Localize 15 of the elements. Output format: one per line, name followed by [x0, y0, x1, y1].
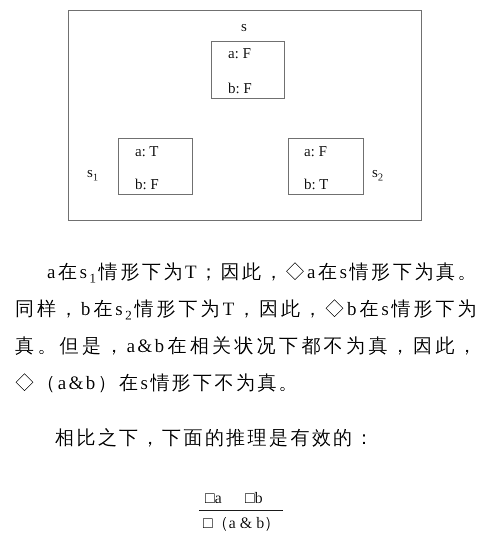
formula-conclusion: □（a & b）: [203, 516, 280, 532]
formula-premise: □a: [205, 491, 222, 507]
state-value: b: F: [228, 82, 252, 97]
state-label: s$_{2}$: [372, 166, 384, 181]
paragraph: a在s$_{1}$情形下为T；因此，◇a在s情形下为真。同样，b在s$_{2}$情形下为T，因此，◇b在s情形下为真。但是，a&b在相关状况下都不为真，因此，◇（a&b）在s情形下不为真。: [15, 261, 479, 396]
state-value: a: F: [228, 47, 251, 62]
state-value: a: F: [304, 145, 327, 160]
state-value: b: T: [304, 178, 328, 193]
state-label: s: [241, 20, 247, 35]
formula-premise: □b: [245, 491, 263, 507]
frame-box: [68, 10, 422, 221]
state-value: a: T: [135, 145, 158, 160]
state-value: b: F: [135, 178, 159, 193]
paragraph: 相比之下，下面的推理是有效的：: [54, 427, 377, 451]
state-label: s$_{1}$: [87, 166, 98, 181]
